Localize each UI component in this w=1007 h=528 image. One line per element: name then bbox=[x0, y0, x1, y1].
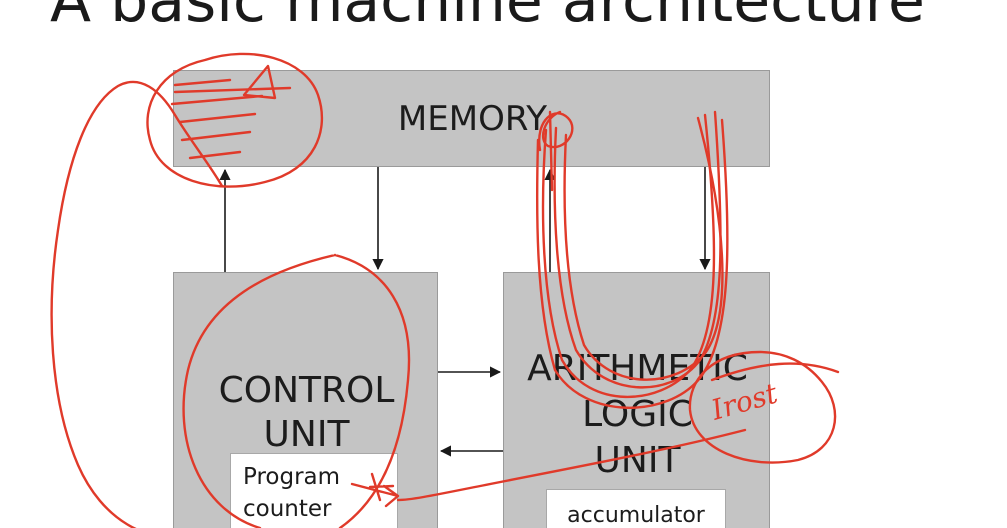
ink-circle-memory-cells bbox=[146, 52, 324, 188]
ink-line-alu-to-program-counter bbox=[396, 428, 747, 502]
ink-right-stroke bbox=[710, 362, 840, 382]
ink-u-loop-4 bbox=[563, 116, 724, 381]
ink-big-left-loop bbox=[50, 80, 224, 528]
alu-label-line2: LOGIC bbox=[582, 394, 693, 435]
alu-box: ARITHMETIC LOGIC UNIT accumulator bbox=[503, 272, 770, 528]
ink-memory-triangle bbox=[242, 64, 277, 100]
slide-title: A basic machine architecture bbox=[50, 0, 925, 36]
program-counter-line1: Program bbox=[243, 464, 341, 490]
ink-program-counter-arrow bbox=[350, 472, 400, 508]
ink-memory-cell-lines bbox=[170, 78, 292, 160]
ink-u-loop-2 bbox=[553, 110, 722, 389]
memory-label: MEMORY bbox=[397, 99, 548, 139]
control-unit-label-line1: CONTROL bbox=[218, 370, 395, 411]
ink-circle-control-unit bbox=[182, 253, 411, 528]
ink-circle-right bbox=[688, 350, 837, 464]
accumulator-label: accumulator bbox=[567, 503, 705, 528]
ink-memory-scribble bbox=[538, 110, 574, 192]
accumulator-box: accumulator bbox=[546, 489, 726, 528]
program-counter-line2: counter bbox=[243, 496, 332, 522]
ink-u-loop-1 bbox=[541, 113, 716, 399]
ink-u-loop-3 bbox=[535, 118, 729, 409]
program-counter-box: Program counter bbox=[230, 453, 398, 528]
control-unit-label-line2: UNIT bbox=[263, 414, 350, 455]
